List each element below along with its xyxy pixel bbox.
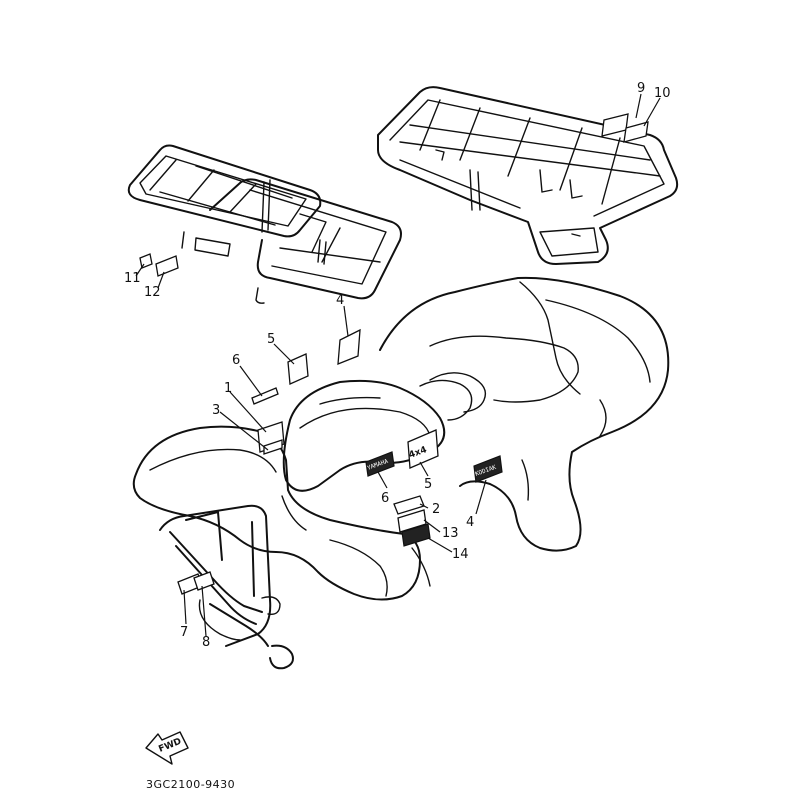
decal-3 <box>263 439 283 455</box>
front-fender <box>132 425 431 601</box>
decal-9 <box>601 113 629 137</box>
decal-4x4-logo <box>407 429 439 469</box>
decal-11 <box>139 253 153 269</box>
callout-9: 9 <box>637 81 645 96</box>
decal-cover-label <box>287 353 309 385</box>
forward-arrow: FWD <box>145 731 189 765</box>
callout-14: 14 <box>452 547 469 562</box>
callout-6-top: 6 <box>232 353 240 368</box>
callout-10: 10 <box>654 86 671 101</box>
decal-rear-label <box>337 328 361 365</box>
callout-5-top: 5 <box>267 332 275 347</box>
decal-12 <box>155 255 179 277</box>
callout-6-bottom: 6 <box>381 491 389 506</box>
callout-8: 8 <box>202 635 210 650</box>
callout-11: 11 <box>124 271 141 286</box>
decal-rear-side-dark <box>473 455 503 483</box>
callout-5-bottom: 5 <box>424 477 432 492</box>
callout-1: 1 <box>224 381 232 396</box>
callout-12: 12 <box>144 285 161 300</box>
callout-7: 7 <box>180 625 188 640</box>
decals: YAMAHA 4x4 KODIAK <box>139 113 649 595</box>
decal-side-dark <box>365 451 395 477</box>
leader-lines <box>135 93 661 637</box>
front-carrier <box>127 144 402 304</box>
fwd-arrow-icon <box>145 731 189 765</box>
callout-3: 3 <box>212 403 220 418</box>
front-guard <box>159 504 294 670</box>
decal-14 <box>401 523 431 547</box>
part-code: 3GC2100-9430 <box>146 778 235 791</box>
decal-10 <box>623 121 649 143</box>
rear-carrier <box>377 86 679 265</box>
center-cover <box>282 379 473 492</box>
decal-strip-upper <box>251 387 279 405</box>
callout-13: 13 <box>442 526 459 541</box>
rear-fender <box>379 276 670 552</box>
callout-labels: 9 10 11 12 4 5 6 1 3 5 6 4 2 13 14 7 8 <box>124 81 671 650</box>
callout-4-top: 4 <box>336 293 344 308</box>
callout-2: 2 <box>432 502 440 517</box>
decal-8 <box>193 571 215 591</box>
callout-4-bottom: 4 <box>466 515 474 530</box>
